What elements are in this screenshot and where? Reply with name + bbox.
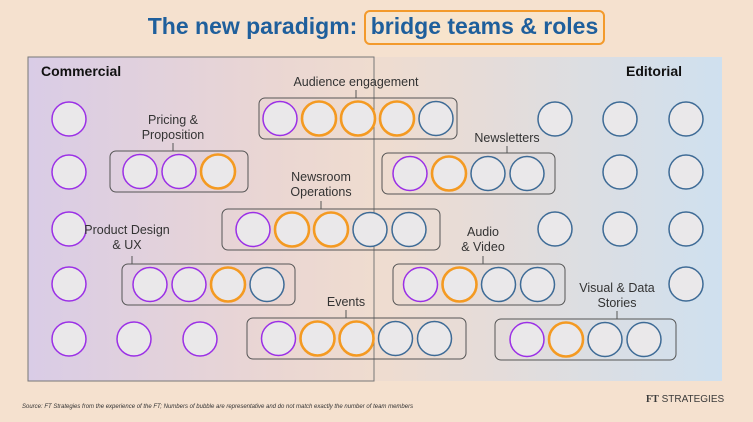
logo-strategies: STRATEGIES — [661, 394, 725, 405]
team-member-circle — [416, 320, 453, 357]
team-member-circle — [626, 321, 662, 358]
role-circle-blue — [602, 154, 638, 190]
team-member-circle — [260, 320, 297, 357]
title-main: The new paradigm: — [147, 13, 358, 39]
editorial-label: Editorial — [626, 63, 682, 79]
team-group: Audio& Video — [392, 225, 566, 306]
team-member-circle — [300, 100, 338, 137]
team-member-circle — [249, 266, 285, 303]
team-group: Pricing &Proposition — [109, 113, 249, 193]
team-box — [221, 208, 441, 251]
role-circle-blue — [668, 101, 704, 137]
team-box — [109, 150, 249, 193]
team-member-circle — [391, 211, 427, 248]
role-circle-purple — [51, 266, 87, 302]
role-circle-purple — [116, 321, 152, 357]
team-member-circle — [338, 320, 375, 357]
team-member-circle — [378, 100, 416, 137]
team-member-circle — [392, 155, 428, 192]
team-box — [494, 318, 677, 361]
team-member-circle — [161, 153, 197, 190]
team-member-circle — [441, 266, 478, 303]
logo-ft: FT — [646, 394, 659, 405]
team-member-circle — [377, 320, 414, 357]
team-box — [392, 263, 566, 306]
team-label: Newsletters — [474, 131, 539, 145]
team-member-circle — [235, 211, 271, 248]
team-member-circle — [199, 153, 237, 190]
role-circle-blue — [602, 211, 638, 247]
team-group: Product Design& UX — [84, 223, 296, 306]
role-circle-blue — [668, 266, 704, 302]
team-member-circle — [262, 100, 298, 137]
team-group: Events — [246, 295, 467, 360]
title-highlight: bridge teams & roles — [363, 10, 606, 45]
role-circle-purple — [51, 211, 87, 247]
team-group: Audience engagement — [258, 75, 458, 140]
team-label: Events — [327, 295, 365, 309]
commercial-label: Commercial — [41, 63, 121, 79]
team-member-circle — [430, 155, 468, 192]
team-member-circle — [299, 320, 336, 357]
role-circle-purple — [51, 154, 87, 190]
source-note: Source: FT Strategies from the experienc… — [22, 404, 414, 410]
team-label: Audience engagement — [293, 75, 419, 89]
team-member-circle — [209, 266, 247, 303]
team-member-circle — [480, 266, 517, 303]
ft-strategies-logo: FT STRATEGIES — [646, 394, 724, 405]
role-circle-purple — [182, 321, 218, 357]
team-label: Product Design& UX — [84, 223, 170, 252]
role-circle-blue — [668, 154, 704, 190]
team-label: Audio& Video — [461, 225, 505, 254]
team-box — [246, 317, 467, 360]
team-member-circle — [470, 155, 506, 192]
team-label: Pricing &Proposition — [142, 113, 205, 142]
slide-title: The new paradigm: bridge teams & roles — [0, 10, 753, 45]
team-member-circle — [132, 266, 168, 303]
team-member-circle — [402, 266, 439, 303]
role-circle-blue — [602, 101, 638, 137]
role-circle-blue — [537, 101, 573, 137]
team-member-circle — [273, 211, 311, 248]
team-box — [121, 263, 296, 306]
team-member-circle — [509, 321, 545, 358]
team-member-circle — [547, 321, 585, 358]
team-member-circle — [587, 321, 623, 358]
role-circle-purple — [51, 101, 87, 137]
team-member-circle — [352, 211, 388, 248]
role-circle-purple — [51, 321, 87, 357]
team-member-circle — [519, 266, 556, 303]
team-member-circle — [418, 100, 454, 137]
team-member-circle — [339, 100, 377, 137]
role-circle-blue — [668, 211, 704, 247]
team-group: Newsletters — [381, 131, 556, 195]
role-circle-blue — [537, 211, 573, 247]
team-box — [381, 152, 556, 195]
team-member-circle — [509, 155, 545, 192]
team-member-circle — [122, 153, 158, 190]
team-member-circle — [312, 211, 350, 248]
team-box — [258, 97, 458, 140]
team-member-circle — [171, 266, 207, 303]
